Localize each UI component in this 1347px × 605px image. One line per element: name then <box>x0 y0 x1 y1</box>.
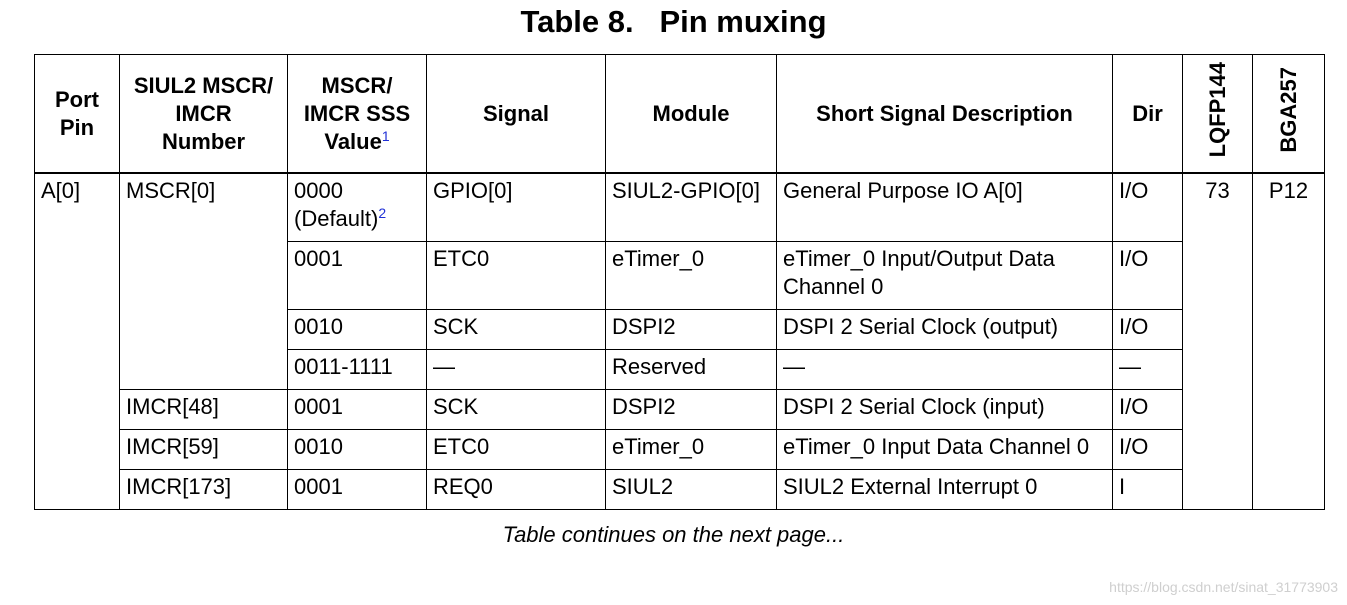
bga257-cell: P12 <box>1252 172 1325 510</box>
port-pin-cell: A[0] <box>34 172 120 510</box>
module-cell: eTimer_0 <box>605 240 777 310</box>
dir-cell: I <box>1112 468 1183 510</box>
header-sss-value: MSCR/ IMCR SSS Value1 <box>287 54 427 174</box>
description-cell: eTimer_0 Input/Output Data Channel 0 <box>776 240 1113 310</box>
dir-cell: — <box>1112 348 1183 390</box>
sss-value-cell: 0001 <box>287 468 427 510</box>
table-row: IMCR[59] 0010 ETC0 eTimer_0 eTimer_0 Inp… <box>35 428 1325 470</box>
sss-value-cell: 0001 <box>287 388 427 430</box>
header-mscr-number: SIUL2 MSCR/ IMCR Number <box>119 54 288 174</box>
lqfp144-cell: 73 <box>1182 172 1253 510</box>
header-description: Short Signal Description <box>776 54 1113 174</box>
description-cell: — <box>776 348 1113 390</box>
signal-cell: ETC0 <box>426 428 606 470</box>
header-dir: Dir <box>1112 54 1183 174</box>
signal-cell: REQ0 <box>426 468 606 510</box>
description-cell: eTimer_0 Input Data Channel 0 <box>776 428 1113 470</box>
description-cell: General Purpose IO A[0] <box>776 172 1113 242</box>
table-row: IMCR[173] 0001 REQ0 SIUL2 SIUL2 External… <box>35 468 1325 510</box>
signal-cell: GPIO[0] <box>426 172 606 242</box>
dir-cell: I/O <box>1112 172 1183 242</box>
header-row: Port Pin SIUL2 MSCR/ IMCR Number MSCR/ I… <box>34 54 1325 174</box>
header-signal: Signal <box>426 54 606 174</box>
header-port-pin: Port Pin <box>34 54 120 174</box>
header-lqfp144: LQFP144 <box>1182 54 1253 174</box>
sss-value-cell: 0010 <box>287 308 427 350</box>
table-row: 0011-1111 — Reserved — — <box>35 348 1325 390</box>
signal-cell: ETC0 <box>426 240 606 310</box>
mscr-number-cell: MSCR[0] <box>119 172 288 390</box>
signal-cell: — <box>426 348 606 390</box>
table-row: IMCR[48] 0001 SCK DSPI2 DSPI 2 Serial Cl… <box>35 388 1325 430</box>
sss-value-cell: 0010 <box>287 428 427 470</box>
module-cell: DSPI2 <box>605 388 777 430</box>
imcr-number-cell: IMCR[59] <box>119 428 288 470</box>
imcr-number-cell: IMCR[48] <box>119 388 288 430</box>
footnote-2-link[interactable]: 2 <box>378 205 387 221</box>
header-module: Module <box>605 54 777 174</box>
sss-value-cell: 0000 (Default)2 <box>287 172 427 242</box>
dir-cell: I/O <box>1112 308 1183 350</box>
table-row: A[0] MSCR[0] 0000 (Default)2 GPIO[0] SIU… <box>34 172 1325 510</box>
dir-cell: I/O <box>1112 388 1183 430</box>
footnote-1-link[interactable]: 1 <box>381 127 390 144</box>
table-row: 0010 SCK DSPI2 DSPI 2 Serial Clock (outp… <box>35 308 1325 350</box>
module-cell: SIUL2-GPIO[0] <box>605 172 777 242</box>
dir-cell: I/O <box>1112 240 1183 310</box>
sss-value-cell: 0001 <box>287 240 427 310</box>
watermark: https://blog.csdn.net/sinat_31773903 <box>1109 579 1338 595</box>
description-cell: DSPI 2 Serial Clock (output) <box>776 308 1113 350</box>
module-cell: Reserved <box>605 348 777 390</box>
module-cell: eTimer_0 <box>605 428 777 470</box>
imcr-number-cell: IMCR[173] <box>119 468 288 510</box>
pin-muxing-table: Port Pin SIUL2 MSCR/ IMCR Number MSCR/ I… <box>34 54 1325 510</box>
table-continues-note: Table continues on the next page... <box>502 522 845 547</box>
description-cell: DSPI 2 Serial Clock (input) <box>776 388 1113 430</box>
dir-cell: I/O <box>1112 428 1183 470</box>
signal-cell: SCK <box>426 308 606 350</box>
signal-cell: SCK <box>426 388 606 430</box>
sss-value-cell: 0011-1111 <box>287 348 427 390</box>
table-title: Table 8. Pin muxing <box>520 4 827 39</box>
description-cell: SIUL2 External Interrupt 0 <box>776 468 1113 510</box>
module-cell: SIUL2 <box>605 468 777 510</box>
module-cell: DSPI2 <box>605 308 777 350</box>
header-bga257: BGA257 <box>1252 54 1325 174</box>
